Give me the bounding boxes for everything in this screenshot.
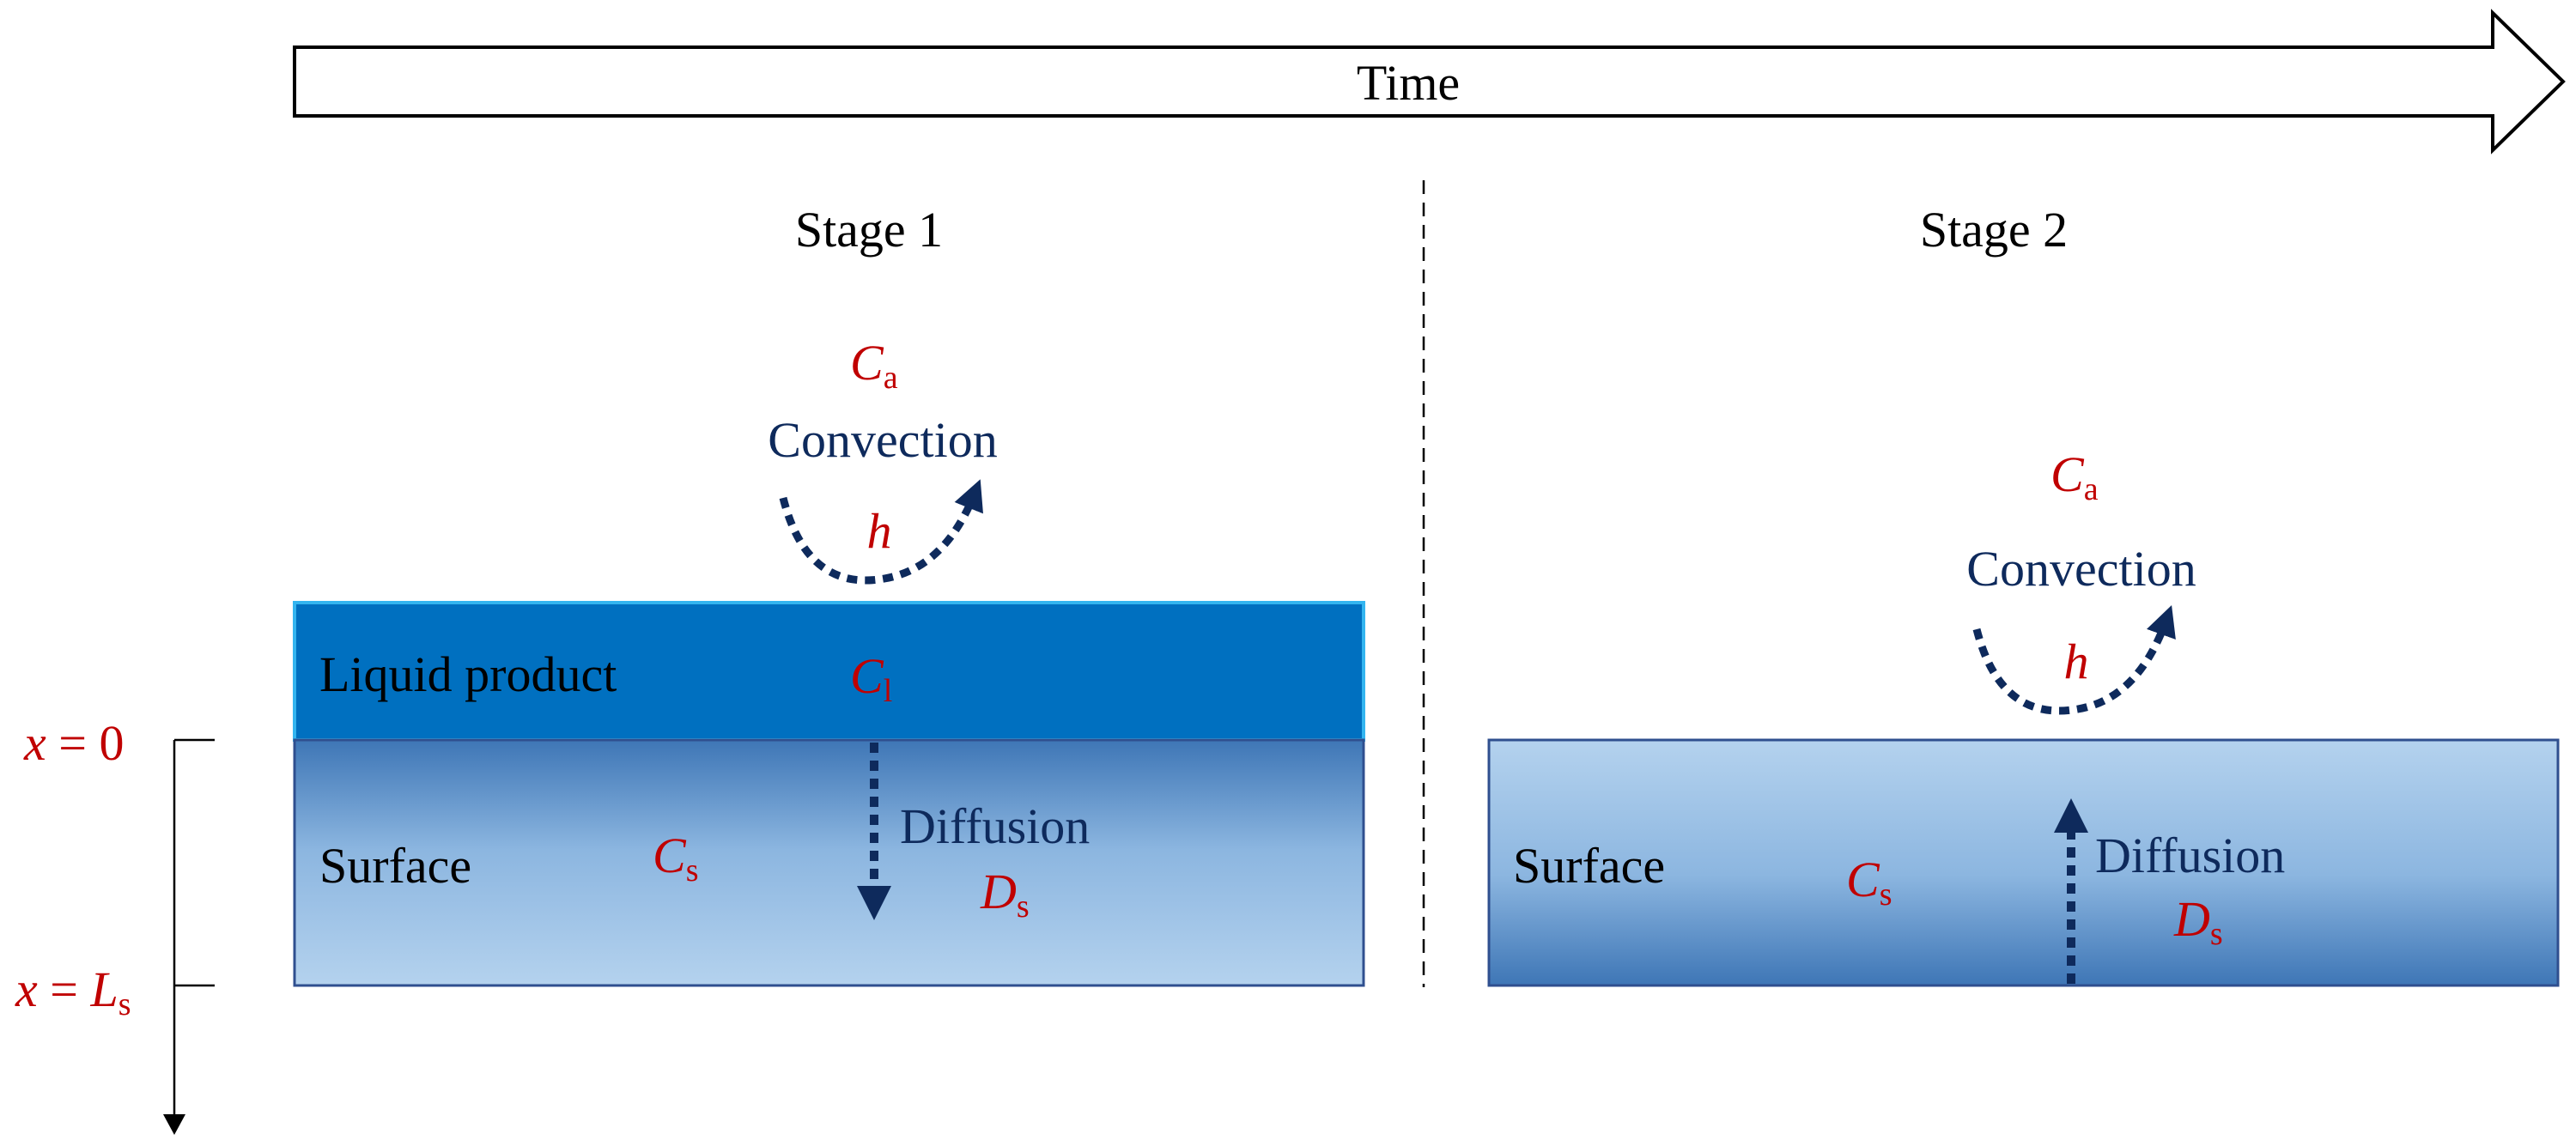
depth-label-x0: x = 0 (23, 715, 124, 771)
stage-2-diffusion-label: Diffusion (2095, 828, 2285, 883)
stage-2-convection-arrow (1972, 605, 2176, 715)
time-label: Time (1357, 55, 1460, 111)
depth-label-xl: x = Ls (15, 961, 131, 1022)
stage-2: Stage 2 Ca Convection h Surface Cs Diffu… (1487, 202, 2560, 987)
stage-1-ambient-concentration: Ca (850, 335, 898, 396)
depth-axis: x = 0 x = Ls (15, 715, 215, 1135)
stage-1-surface-concentration: Cs (653, 828, 698, 888)
stage-1-liquid-concentration: Cl (850, 648, 892, 709)
stage-2-convection-label: Convection (1966, 541, 2196, 597)
stage-1-h-symbol: h (867, 503, 892, 559)
stage-2-h-symbol: h (2064, 634, 2089, 689)
stage-1-surface-layer (293, 738, 1365, 987)
stage-1-title: Stage 1 (795, 202, 943, 258)
stage-1-liquid-label: Liquid product (319, 646, 617, 702)
stage-1-surface-label: Surface (319, 838, 471, 894)
stage-1-convection-arrow (779, 479, 983, 585)
stage-1-diffusivity: Ds (980, 864, 1030, 925)
stage-1-convection-label: Convection (768, 412, 997, 468)
time-arrow-shape (293, 9, 2566, 155)
stage-1: Stage 1 Ca Convection h Liquid product C… (293, 202, 1365, 987)
stage-2-surface-label: Surface (1513, 838, 1665, 894)
depth-axis-arrowhead (163, 1114, 185, 1135)
stage-1-liquid-layer (293, 601, 1365, 742)
time-arrow: Time (293, 9, 2566, 155)
stage-2-ambient-concentration: Ca (2050, 446, 2099, 507)
stage-2-diffusivity: Ds (2173, 891, 2223, 952)
stage-2-title: Stage 2 (1920, 202, 2068, 258)
stage-2-surface-concentration: Cs (1846, 852, 1892, 913)
stage-2-surface-layer (1487, 738, 2560, 987)
stage-1-diffusion-label: Diffusion (900, 798, 1090, 854)
